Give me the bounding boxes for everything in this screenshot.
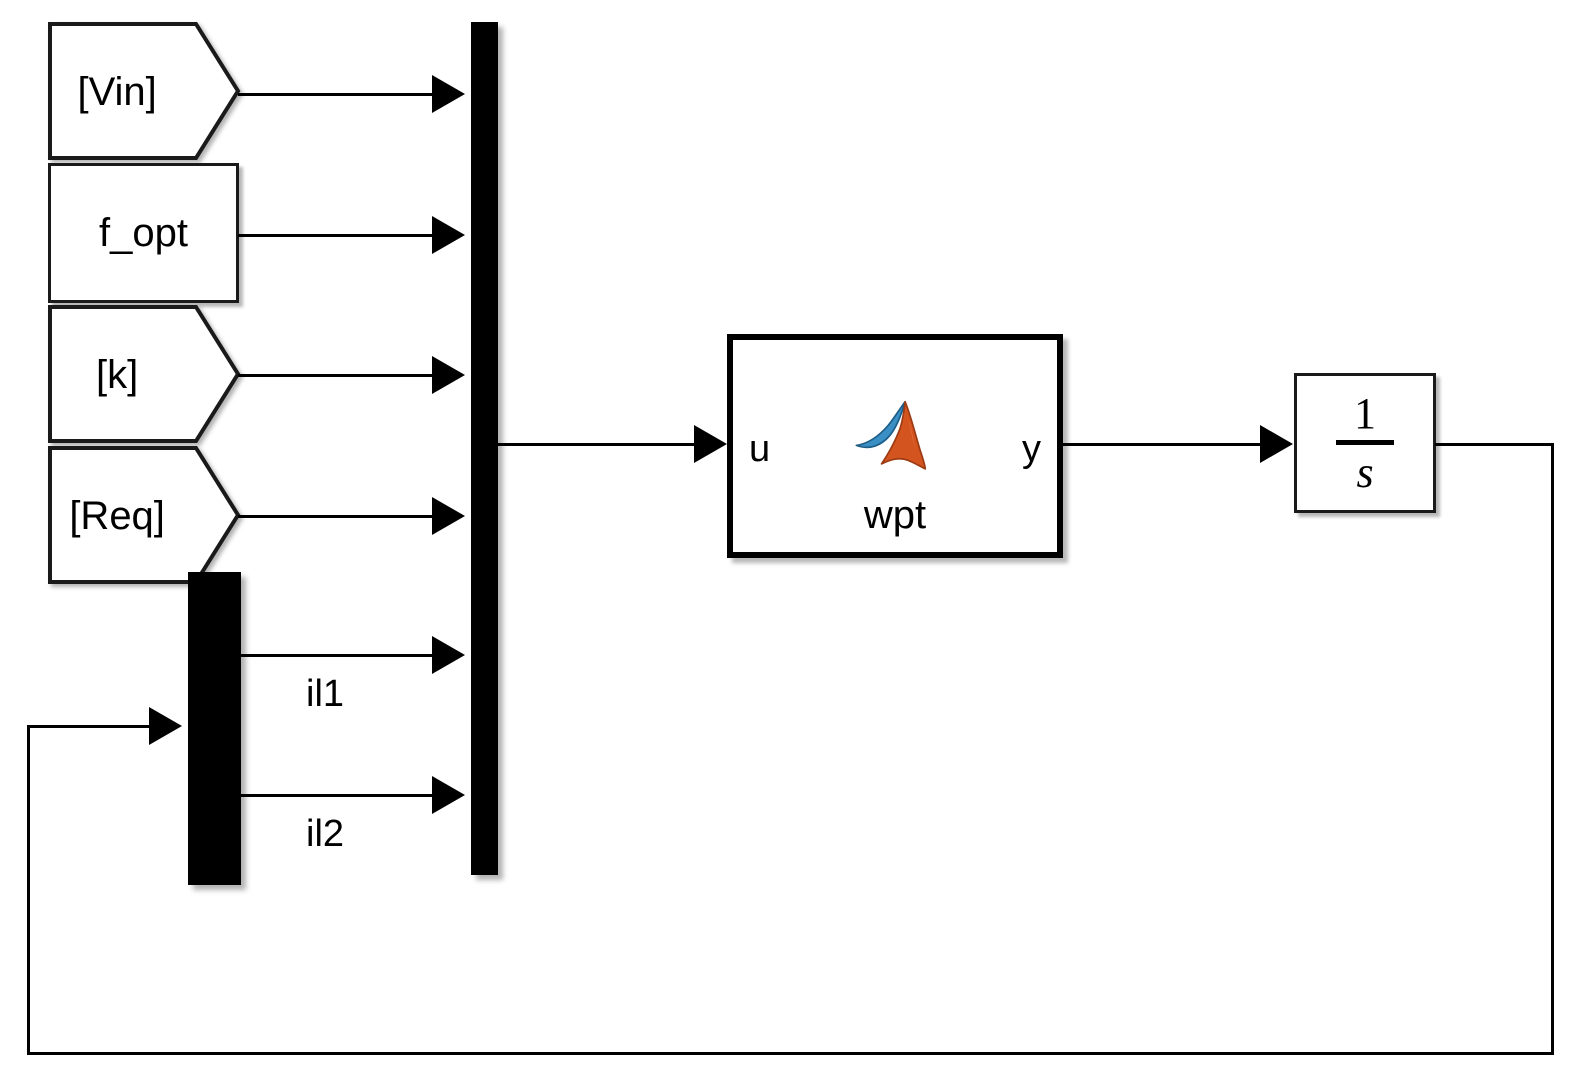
from-block-outline — [48, 446, 241, 584]
from-block-k-label: [k] — [96, 353, 139, 397]
mux-block[interactable] — [471, 22, 498, 875]
integrator-fraction: 1 s — [1336, 388, 1394, 497]
integrator-denominator: s — [1356, 447, 1374, 497]
matlab-function-block-wpt[interactable]: u y wpt — [727, 334, 1063, 558]
demux-block[interactable] — [188, 572, 241, 885]
arrowhead-wpt-input — [694, 425, 727, 463]
arrowhead-mux-in-4 — [432, 497, 465, 535]
arrowhead-mux-in-2 — [432, 216, 465, 254]
arrowhead-mux-in-5 — [432, 636, 465, 674]
arrowhead-mux-in-6 — [432, 776, 465, 814]
from-block-outline — [48, 305, 241, 443]
matlab-function-name-label: wpt — [863, 493, 927, 537]
arrowhead-integrator-input — [1260, 425, 1293, 463]
feedback-line-into-demux — [27, 725, 151, 728]
integrator-block[interactable]: 1 s — [1294, 373, 1436, 513]
signal-line-il1 — [240, 654, 434, 657]
membrane-orange-peak — [880, 400, 927, 470]
from-block-vin[interactable]: [Vin] — [48, 22, 241, 160]
from-block-vin-label: [Vin] — [77, 70, 157, 114]
signal-label-il1: il1 — [306, 673, 345, 715]
from-block-req-label: [Req] — [69, 494, 165, 538]
membrane-highlight — [908, 418, 916, 449]
signal-line-vin — [238, 93, 434, 96]
signal-line-k — [238, 374, 434, 377]
integrator-numerator: 1 — [1354, 388, 1376, 438]
from-block-k[interactable]: [k] — [48, 305, 241, 443]
signal-line-req — [238, 515, 434, 518]
constant-block-f-opt-label: f_opt — [99, 210, 188, 255]
from-block-req[interactable]: [Req] — [48, 446, 241, 584]
feedback-line-bottom — [27, 1052, 1554, 1055]
arrowhead-mux-in-3 — [432, 356, 465, 394]
arrowhead-mux-in-1 — [432, 75, 465, 113]
signal-line-mux-to-wpt — [496, 443, 696, 446]
signal-label-il2: il2 — [306, 813, 345, 855]
feedback-line-right — [1551, 443, 1554, 1055]
signal-line-wpt-to-integrator — [1062, 443, 1262, 446]
feedback-line-top — [1435, 443, 1554, 446]
from-block-outline — [48, 22, 241, 160]
arrowhead-demux-input — [149, 707, 182, 745]
matlab-membrane-icon — [853, 395, 937, 479]
feedback-line-left — [27, 725, 30, 1055]
input-port-label-u: u — [749, 428, 771, 470]
fraction-bar — [1336, 439, 1394, 445]
constant-block-f-opt[interactable]: f_opt — [48, 163, 239, 303]
signal-line-f-opt — [238, 234, 434, 237]
signal-line-il2 — [240, 794, 434, 797]
output-port-label-y: y — [1022, 428, 1041, 470]
